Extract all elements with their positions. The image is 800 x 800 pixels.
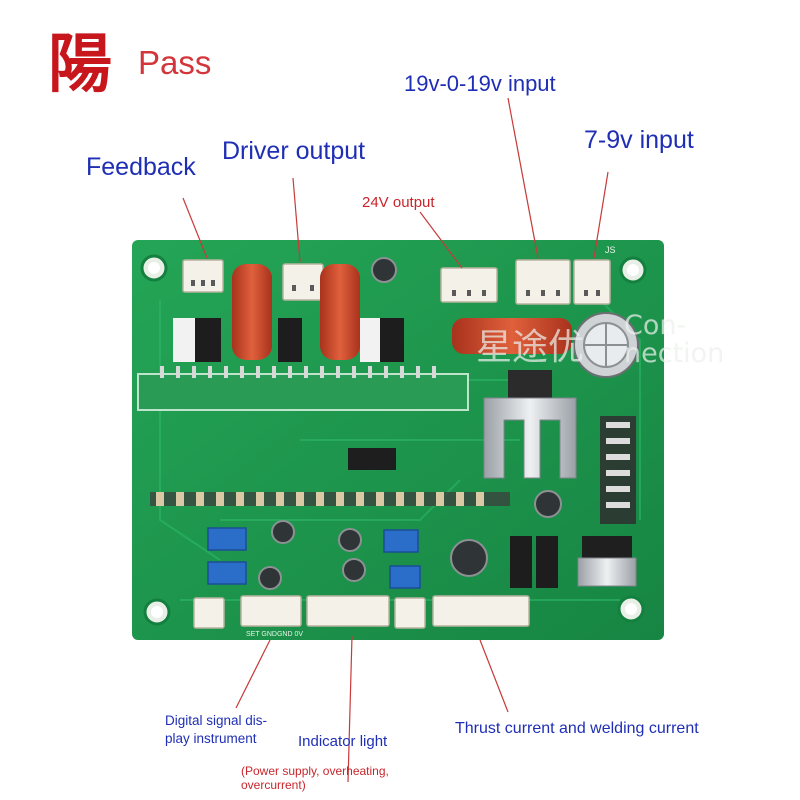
display-board-strip <box>137 366 469 411</box>
resistor-row <box>150 492 510 506</box>
trim-potentiometers <box>207 527 421 589</box>
bottom-connectors <box>193 595 530 629</box>
label-7-9v-input: 7-9v input <box>584 126 694 154</box>
heatsink <box>483 370 577 479</box>
label-24v-output: 24V output <box>362 194 435 211</box>
electrolytic-capacitor-large <box>573 312 639 378</box>
label-driver-output: Driver output <box>222 137 366 165</box>
electrolytic-capacitors-small <box>258 257 562 590</box>
label-indicator-note: (Power supply, overheating, overcurrent) <box>241 764 389 792</box>
label-feedback: Feedback <box>86 153 196 181</box>
label-thrust-current: Thrust current and welding current <box>455 720 699 737</box>
mounting-holes <box>140 254 647 626</box>
silk-connector-label: SET GNDGND 0V <box>246 631 303 638</box>
power-transistors <box>173 318 558 588</box>
silk-js: JS <box>605 245 616 255</box>
ic-chip <box>348 448 396 470</box>
film-capacitors <box>232 264 572 360</box>
callout-leader-lines <box>182 97 609 783</box>
diode-column <box>600 416 636 524</box>
label-19v-input: 19v-0-19v input <box>404 71 556 96</box>
brand-name: Pass <box>138 44 212 81</box>
voltage-regulator <box>577 536 637 587</box>
label-digital-display: Digital signal dis- play instrument <box>165 713 268 746</box>
label-indicator-light: Indicator light <box>298 733 388 750</box>
brand-logo-glyph: 陽 <box>48 27 112 102</box>
watermark-chinese: 星途优 <box>476 327 585 368</box>
watermark-english: Con- nection <box>624 310 725 369</box>
